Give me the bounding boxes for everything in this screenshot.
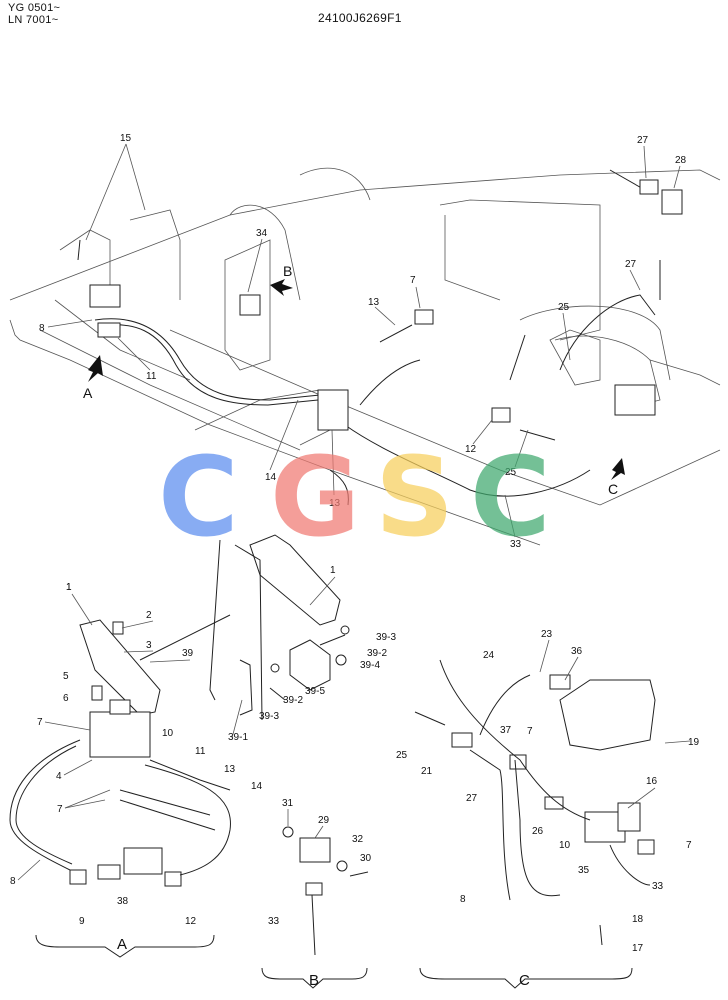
callout: 3 (146, 640, 152, 651)
callout: 27 (637, 135, 649, 146)
callout: 13 (329, 498, 341, 509)
callout: 25 (505, 467, 517, 478)
callout: 27 (625, 259, 637, 270)
callout: 23 (541, 629, 553, 640)
callout-view-arrow: C (608, 481, 618, 497)
callout: 11 (146, 371, 157, 382)
callout: 33 (652, 881, 664, 892)
callout: 24 (483, 650, 495, 661)
callout: 31 (282, 798, 294, 809)
callout: 15 (120, 133, 132, 144)
callout: 37 (500, 725, 512, 736)
callout: 16 (646, 776, 658, 787)
callout: 25 (396, 750, 408, 761)
watermark-letter-c: C (158, 433, 239, 561)
callout: 25 (558, 302, 570, 313)
callout-view-arrow: B (283, 263, 292, 279)
callout: 7 (527, 726, 533, 737)
watermark-letter-g: G (270, 433, 361, 561)
callout-labels-view-c: 23 36 24 37 7 19 25 21 27 16 26 10 7 35 … (396, 629, 700, 954)
callout-labels-mid: 1 39 1 39-3 39-2 39-4 39-5 39-2 39-3 39-… (66, 565, 396, 743)
machine-body-outline (9, 167, 721, 546)
callout: 30 (360, 853, 372, 864)
model-code-line-2: LN 7001~ (8, 14, 59, 26)
callout: 38 (117, 896, 129, 907)
callout-labels-top: 15 34 B 8 11 A 14 13 7 13 12 25 25 33 27… (39, 133, 687, 550)
callout: 28 (675, 155, 687, 166)
callout: 39-3 (259, 711, 279, 722)
callout: 33 (510, 539, 522, 550)
callout: 10 (559, 840, 571, 851)
callout: 5 (63, 671, 69, 682)
callout: 33 (268, 916, 280, 927)
callout: 7 (410, 275, 416, 286)
model-code-line-1: YG 0501~ (8, 2, 61, 14)
callout: 32 (352, 834, 364, 845)
callout: 35 (578, 865, 590, 876)
callout: 13 (368, 297, 380, 308)
watermark-letter-s: S (375, 433, 455, 561)
callout: 12 (185, 916, 197, 927)
callout: 14 (265, 472, 277, 483)
callout: 29 (318, 815, 330, 826)
callout: 10 (162, 728, 174, 739)
view-a-components (9, 619, 231, 958)
top-area-components (77, 179, 683, 441)
callout: 18 (632, 914, 644, 925)
callout: 4 (56, 771, 62, 782)
callout: 39-1 (228, 732, 248, 743)
callout: 39-3 (376, 632, 396, 643)
callout: 34 (256, 228, 268, 239)
callout: 2 (146, 610, 152, 621)
callout-labels-view-b: 31 29 32 30 33 (268, 798, 372, 927)
callout: 8 (10, 876, 16, 887)
view-caption-b: B (309, 972, 320, 989)
callout: 39 (182, 648, 194, 659)
callout: 39-2 (367, 648, 387, 659)
callout: 8 (39, 323, 45, 334)
callout: 13 (224, 764, 236, 775)
view-caption-a: A (117, 936, 128, 953)
callout: 1 (66, 582, 72, 593)
callout: 39-4 (360, 660, 380, 671)
callout: 17 (632, 943, 644, 954)
callout: 27 (466, 793, 478, 804)
view-c-components (414, 659, 656, 989)
callout: 26 (532, 826, 544, 837)
callout: 1 (66, 582, 72, 593)
callout-labels-view-a: 1 2 3 5 6 7 10 11 13 14 4 7 8 9 38 12 (10, 582, 263, 927)
pedal-assembly-center (139, 534, 350, 721)
callout-view-arrow: A (83, 385, 93, 401)
view-b-components (261, 826, 369, 989)
callout: 7 (37, 717, 43, 728)
callout: 14 (251, 781, 263, 792)
callout: 21 (421, 766, 433, 777)
callout: 1 (330, 565, 336, 576)
callout: 8 (460, 894, 466, 905)
callout: 36 (571, 646, 583, 657)
callout: 7 (686, 840, 692, 851)
callout: 39-2 (283, 695, 303, 706)
part-code: 24100J6269F1 (318, 11, 402, 25)
callout: 19 (688, 737, 700, 748)
view-arrows (88, 279, 625, 480)
callout: 6 (63, 693, 69, 704)
callout: 39-5 (305, 686, 325, 697)
callout: 7 (57, 804, 63, 815)
callout: 12 (465, 444, 477, 455)
view-caption-c: C (519, 972, 531, 989)
callout: 11 (195, 746, 206, 757)
callout: 9 (79, 916, 85, 927)
watermark-letter-c2: C (470, 433, 551, 561)
leader-lines (17, 143, 691, 881)
